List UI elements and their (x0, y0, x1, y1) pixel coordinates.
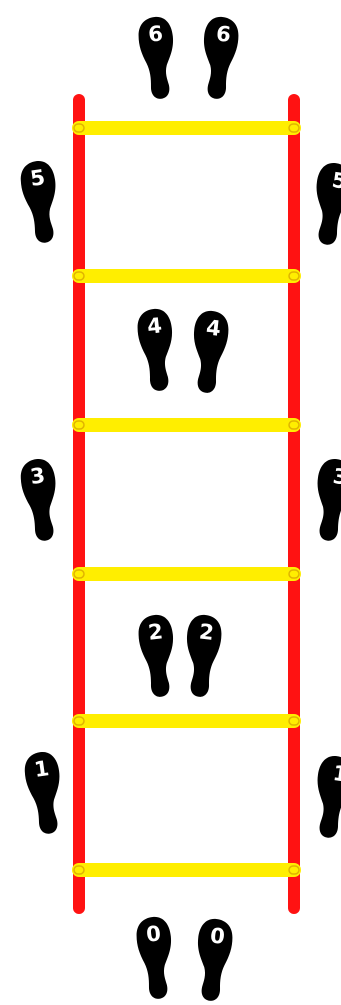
step-number: 0 (145, 921, 162, 946)
footprint-step-4-left: 4 (136, 307, 179, 392)
footprint-step-2-left: 2 (137, 613, 180, 698)
footprint-step-2-right: 2 (181, 613, 224, 698)
footprint-step-6-left: 6 (137, 15, 180, 100)
footprint-step-4-right: 4 (188, 309, 231, 394)
ladder-rails (79, 100, 294, 908)
rung (74, 124, 299, 132)
step-number: 6 (215, 22, 232, 47)
footprint-step-6-right: 6 (198, 15, 241, 100)
step-number: 6 (147, 21, 164, 46)
step-number: 4 (146, 313, 163, 338)
footprint-step-1-left: 1 (22, 750, 67, 836)
footprint-step-3-right: 3 (309, 457, 341, 543)
rung (74, 421, 299, 429)
step-number: 4 (205, 316, 222, 341)
rung (74, 866, 299, 874)
footprint-step-5-left: 5 (18, 159, 63, 245)
step-number: 0 (209, 924, 226, 949)
step-number: 2 (147, 619, 164, 644)
ladder-rungs (74, 124, 299, 874)
footprint-step-0-left: 0 (135, 915, 178, 1000)
footprint-step-0-right: 0 (192, 917, 235, 1002)
footprint-step-1-right: 1 (309, 754, 341, 840)
step-number: 2 (198, 620, 215, 645)
rung (74, 272, 299, 280)
rung (74, 570, 299, 578)
footprint-step-5-right: 5 (308, 161, 341, 247)
footprint-step-3-left: 3 (18, 457, 63, 543)
rung (74, 717, 299, 725)
